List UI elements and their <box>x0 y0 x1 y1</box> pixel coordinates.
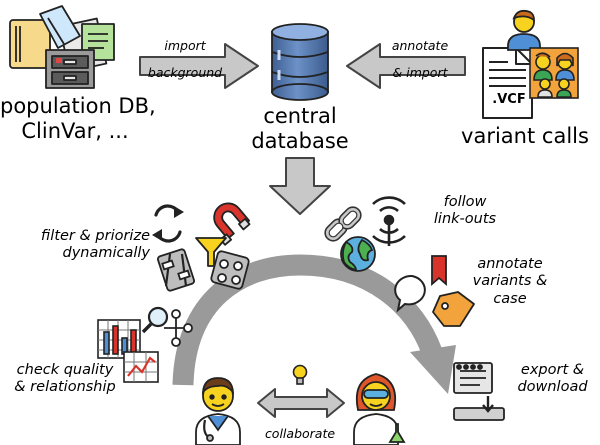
vcf-file-icon <box>482 47 533 119</box>
annotate-case-line1: annotate <box>477 256 543 272</box>
follow-line1: follow <box>443 194 487 210</box>
bookmark-icon <box>431 255 447 286</box>
quality-line2: & relationship <box>14 379 116 396</box>
export-download-icon <box>453 362 505 421</box>
doctor-icon <box>195 377 241 445</box>
scientist-icon <box>353 373 406 445</box>
annotate-import-label: annotate & import <box>365 38 475 80</box>
magnifier-icon <box>141 306 169 334</box>
collaborate-arrow <box>257 388 345 418</box>
user-icon <box>507 9 541 51</box>
population-db-label: population DB, ClinVar, ... <box>0 94 156 144</box>
family-icon <box>529 47 579 99</box>
export-line2: download <box>517 379 588 396</box>
check-quality-label: check quality & relationship <box>0 362 130 397</box>
population-db-line1: population DB, <box>0 94 156 118</box>
population-db-line2: ClinVar, ... <box>21 119 129 144</box>
folder-files-icon <box>9 5 115 89</box>
central-line1: central <box>263 104 337 128</box>
antenna-icon <box>372 196 406 246</box>
annotate-arrow <box>346 43 466 89</box>
central-line2: database <box>251 129 349 154</box>
lightbulb-icon <box>292 364 308 385</box>
annotate-line1: annotate <box>391 38 449 53</box>
import-line1: import <box>164 38 206 53</box>
workflow-curved-arrow <box>172 254 456 394</box>
import-line2: background <box>147 65 223 80</box>
filter-line2: dynamically <box>62 245 150 262</box>
line-chart-icon <box>123 351 159 383</box>
follow-line2: link-outs <box>433 211 497 228</box>
down-arrow <box>269 157 331 215</box>
central-database-label: central database <box>240 104 360 154</box>
annotate-case-line2: variants & <box>472 273 548 290</box>
follow-linkouts-label: follow link-outs <box>410 194 520 229</box>
speech-bubble-icon <box>394 274 426 313</box>
export-download-label: export & download <box>510 362 595 397</box>
quality-line1: check quality <box>16 362 114 378</box>
filter-label: filter & priorize dynamically <box>10 228 150 263</box>
filter-line1: filter & priorize <box>40 228 150 244</box>
vcf-label: .VCF <box>492 92 526 107</box>
database-icon <box>271 23 329 101</box>
slider-controls-icon <box>157 248 195 292</box>
pedigree-icon <box>164 309 193 347</box>
control-panel-icon <box>210 250 250 290</box>
globe-icon <box>340 236 376 272</box>
annotate-case-line3: case <box>493 290 527 307</box>
variant-calls-label: variant calls <box>461 124 589 148</box>
refresh-icon <box>152 204 184 243</box>
export-line1: export & <box>520 362 585 378</box>
tag-icon <box>432 291 475 327</box>
annotate-line2: & import <box>392 65 448 80</box>
magnet-icon <box>213 202 251 246</box>
chain-link-icon <box>324 206 362 242</box>
import-arrow <box>139 43 259 89</box>
import-label: import background <box>130 38 240 80</box>
annotate-variants-label: annotate variants & case <box>470 256 550 308</box>
collaborate-label: collaborate <box>264 426 336 441</box>
